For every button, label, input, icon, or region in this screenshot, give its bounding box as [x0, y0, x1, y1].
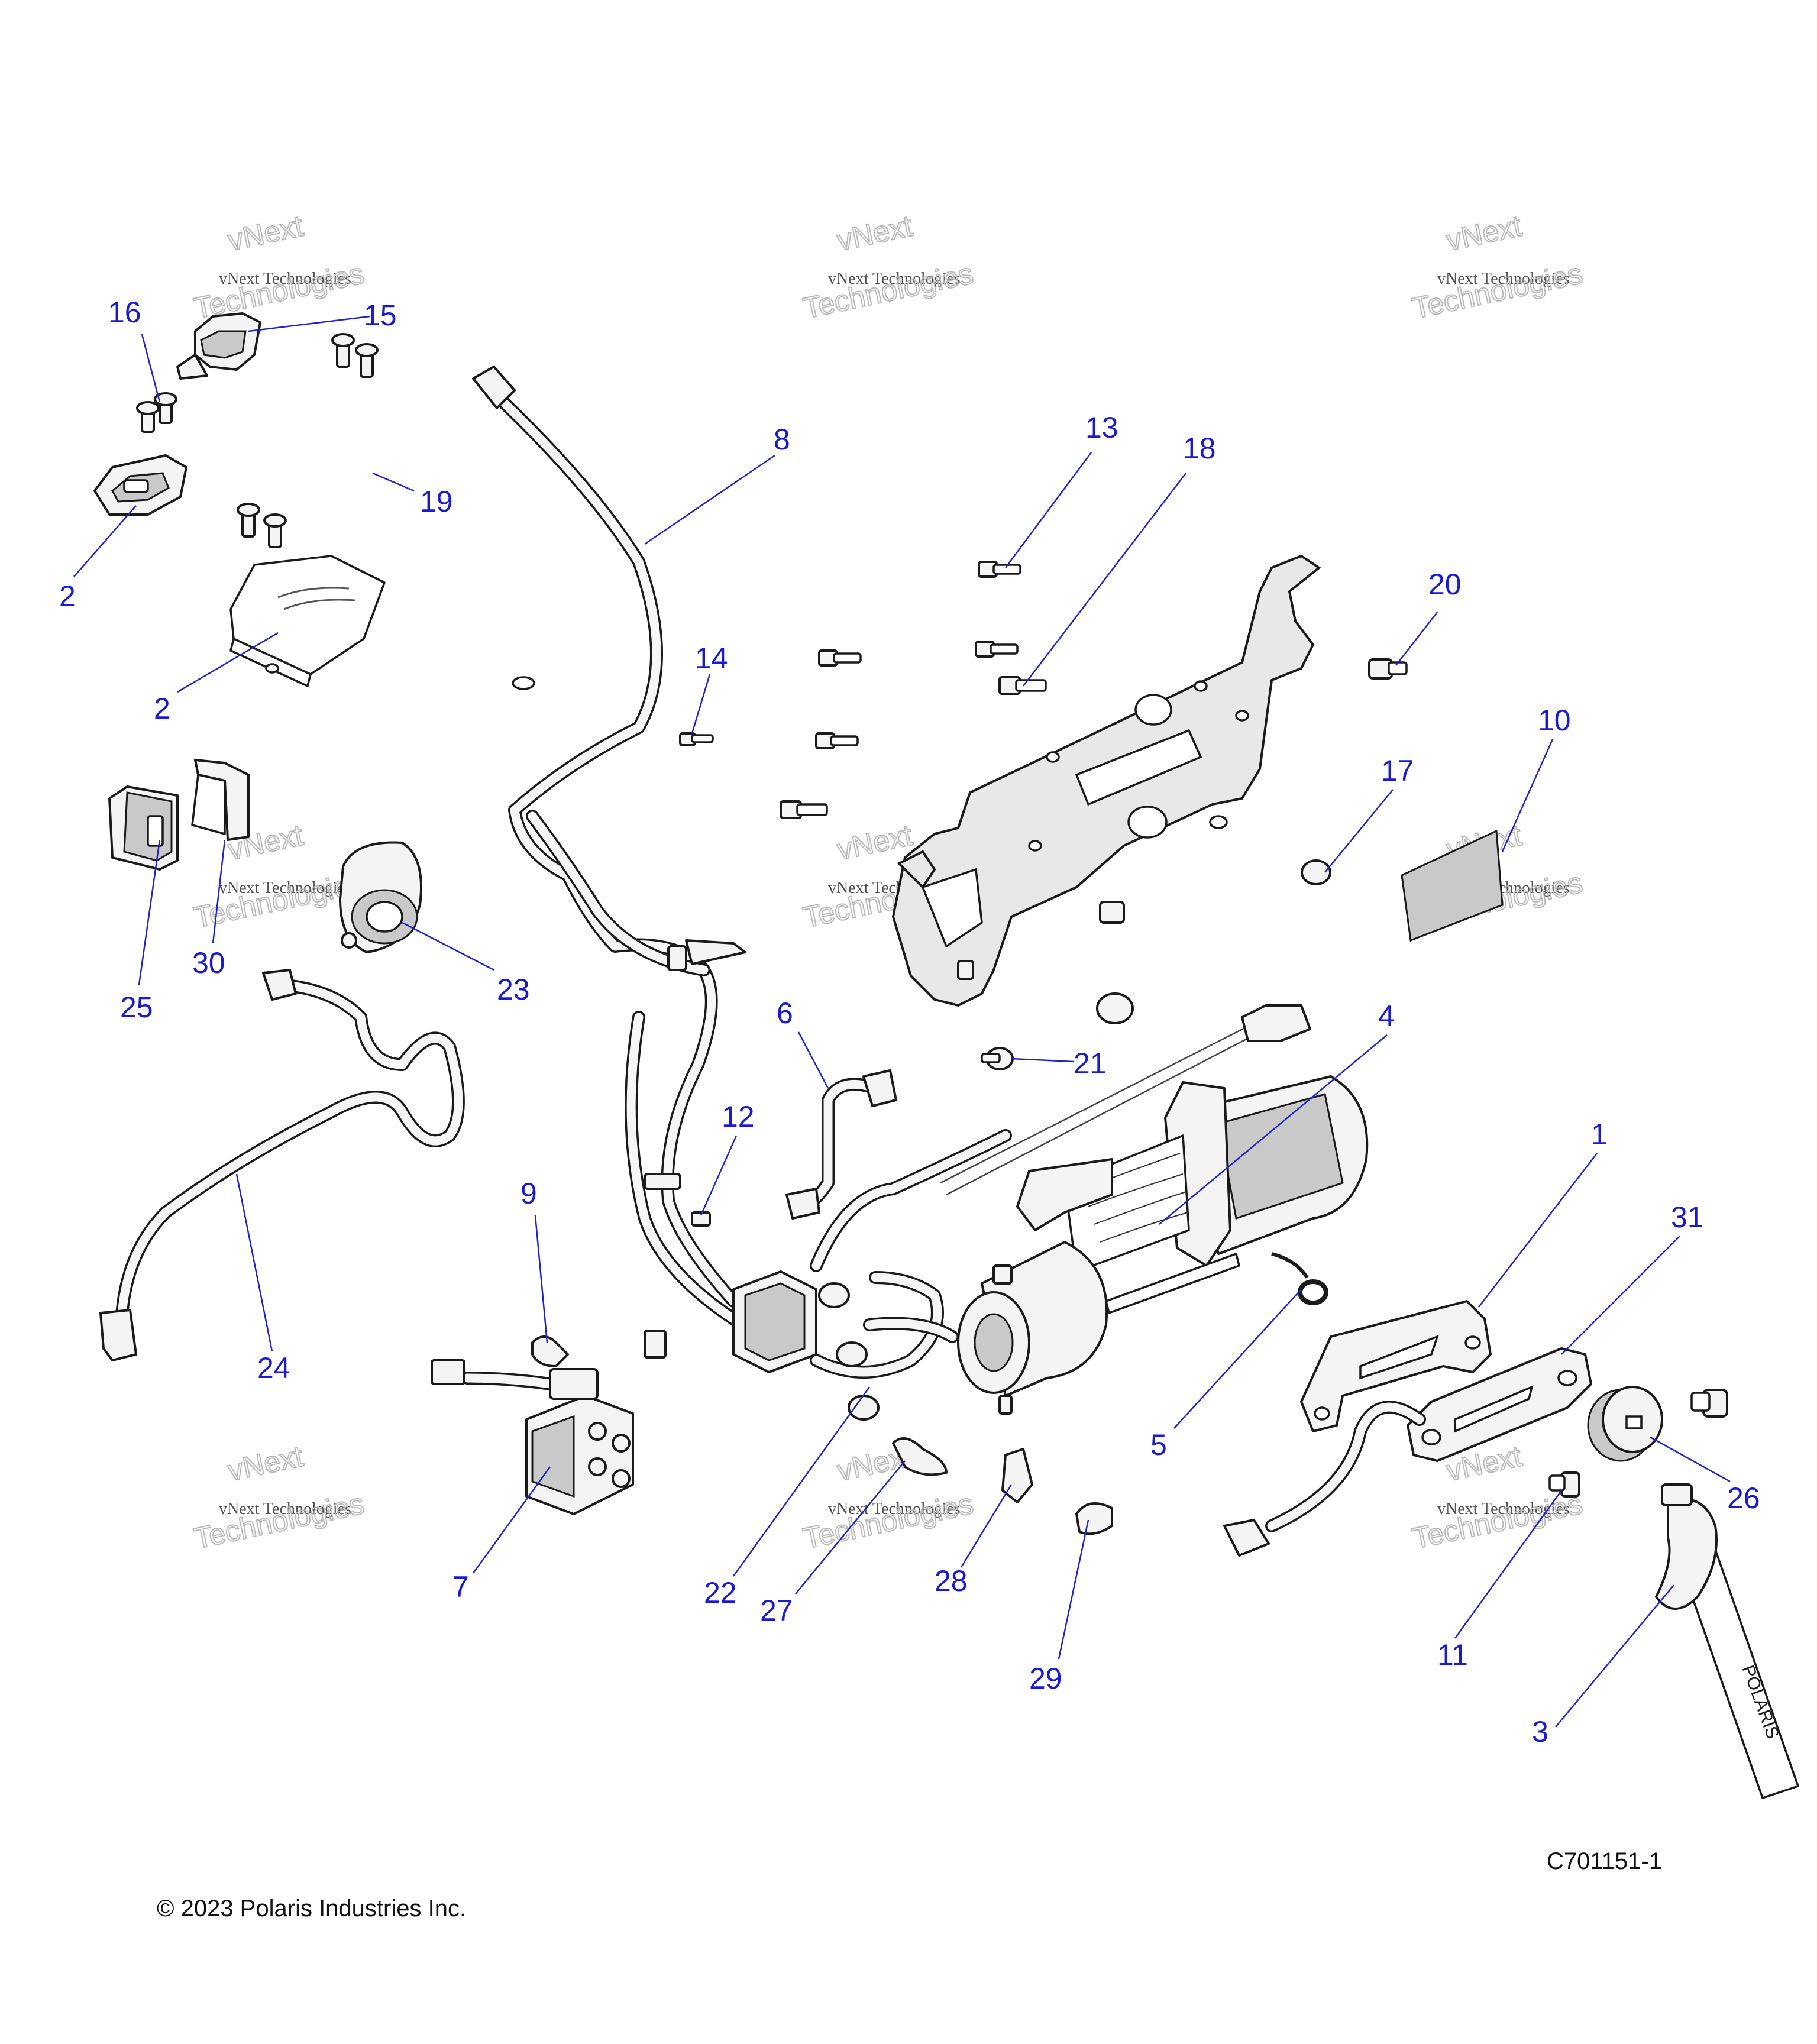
leader-lines [73, 315, 1731, 1728]
svg-text:vNext: vNext [225, 209, 306, 257]
callout-10: 10 [1538, 704, 1571, 737]
part-19-screws [237, 333, 379, 548]
callout-13: 13 [1085, 411, 1118, 444]
callout-labels: 16 15 2 19 2 8 13 18 20 14 10 17 25 30 2… [59, 296, 1760, 1748]
callout-6: 6 [777, 997, 793, 1030]
svg-text:vNext: vNext [1444, 209, 1525, 257]
callout-4: 4 [1378, 1000, 1395, 1033]
part-5-rope-end [1271, 1252, 1328, 1305]
part-winch-mount-plate [891, 554, 1321, 1007]
callout-30: 30 [192, 946, 225, 979]
svg-text:vNext Technologies: vNext Technologies [1437, 270, 1570, 288]
callout-2-upper: 2 [59, 580, 76, 613]
part-20-nut [1368, 658, 1408, 680]
callout-11: 11 [1437, 1638, 1468, 1671]
svg-text:vNext Technologies: vNext Technologies [219, 879, 351, 897]
callout-23: 23 [497, 973, 530, 1006]
watermark-top-left: vNext vNext Technologies Technologies [190, 209, 367, 326]
part-6-power-cable [785, 1069, 897, 1220]
part-17-nut [1301, 859, 1331, 885]
callout-28: 28 [935, 1564, 968, 1597]
callout-9: 9 [520, 1177, 537, 1210]
part-bolt-right [1690, 1389, 1728, 1418]
part-25-rocker-switch [108, 785, 179, 871]
watermark-bottom-center: vNext vNext Technologies Technologies [800, 1439, 977, 1556]
callout-20: 20 [1428, 568, 1462, 601]
part-31-fairlead [1407, 1347, 1592, 1462]
part-9-clip [531, 1335, 569, 1367]
svg-text:vNext: vNext [835, 819, 916, 866]
callout-27: 27 [760, 1594, 793, 1627]
part-4-winch-assembly [940, 1004, 1369, 1415]
callout-7: 7 [452, 1570, 469, 1603]
callout-31: 31 [1671, 1201, 1704, 1234]
part-2-switch-cover [93, 454, 187, 516]
part-3-hook-strap: POLARIS [1655, 1483, 1799, 1799]
callout-18: 18 [1183, 432, 1216, 465]
svg-text:Technologies: Technologies [800, 1487, 976, 1555]
part-27-clip [892, 1437, 948, 1476]
svg-text:vNext: vNext [225, 1440, 306, 1487]
part-29-clip [1075, 1502, 1113, 1535]
callout-24: 24 [257, 1351, 290, 1385]
watermark-bottom-left: vNext vNext Technologies Technologies [190, 1439, 367, 1556]
part-14-pin [679, 732, 714, 746]
callout-19: 19 [420, 485, 453, 518]
part-26-hook-stopper [1587, 1386, 1663, 1462]
svg-text:Technologies: Technologies [191, 257, 367, 325]
part-23-knob [339, 841, 422, 953]
part-21-bolt [981, 1047, 1014, 1070]
callout-22: 22 [704, 1576, 737, 1609]
svg-text:vNext: vNext [835, 209, 916, 257]
part-8-main-cable [472, 366, 746, 1325]
part-16-screws [136, 392, 177, 433]
part-22-solenoid-harness [644, 1129, 1012, 1421]
part-2-control-module [229, 555, 386, 687]
part-1-bracket [1300, 1300, 1492, 1432]
figure-code: C701151-1 [1547, 1848, 1662, 1874]
svg-text:Technologies: Technologies [800, 257, 976, 325]
part-7-solenoid [431, 1359, 634, 1515]
callout-15: 15 [364, 299, 397, 332]
callout-17: 17 [1381, 754, 1414, 787]
svg-text:Technologies: Technologies [1409, 1487, 1585, 1555]
svg-text:Technologies: Technologies [1409, 257, 1585, 325]
svg-text:Technologies: Technologies [191, 1487, 367, 1555]
svg-text:vNext Technologies: vNext Technologies [219, 270, 351, 288]
watermark-top-right: vNext vNext Technologies Technologies [1409, 209, 1586, 326]
part-11-bolt [1548, 1471, 1580, 1498]
callout-14: 14 [695, 642, 728, 675]
part-18-bolts [780, 676, 1047, 819]
part-rope-end-cable [1223, 1401, 1426, 1557]
part-15-switch-bracket [176, 312, 261, 380]
svg-text:vNext Technologies: vNext Technologies [828, 1500, 961, 1518]
callout-8: 8 [774, 423, 790, 456]
callout-26: 26 [1727, 1482, 1760, 1515]
copyright-notice: © 2023 Polaris Industries Inc. [157, 1896, 466, 1922]
svg-text:vNext Technologies: vNext Technologies [219, 1500, 351, 1518]
callout-29: 29 [1029, 1662, 1062, 1695]
callout-1: 1 [1591, 1118, 1608, 1151]
callout-12: 12 [722, 1100, 755, 1133]
part-13-bolts [815, 561, 1021, 749]
callout-25: 25 [120, 991, 153, 1024]
part-24-wire-harness [99, 969, 465, 1361]
callout-5: 5 [1150, 1428, 1167, 1461]
callout-21: 21 [1074, 1047, 1107, 1080]
part-30-switch-bezel [191, 759, 250, 841]
part-12-pin [691, 1211, 711, 1227]
watermark-top-center: vNext vNext Technologies Technologies [800, 209, 977, 326]
part-28-clip [1001, 1448, 1033, 1503]
part-10-decal [1401, 829, 1504, 942]
callout-16: 16 [108, 296, 141, 329]
part-misc-nuts [957, 901, 1134, 1024]
callout-2-lower: 2 [154, 692, 170, 725]
svg-text:vNext Technologies: vNext Technologies [828, 270, 961, 288]
callout-3: 3 [1532, 1715, 1548, 1748]
